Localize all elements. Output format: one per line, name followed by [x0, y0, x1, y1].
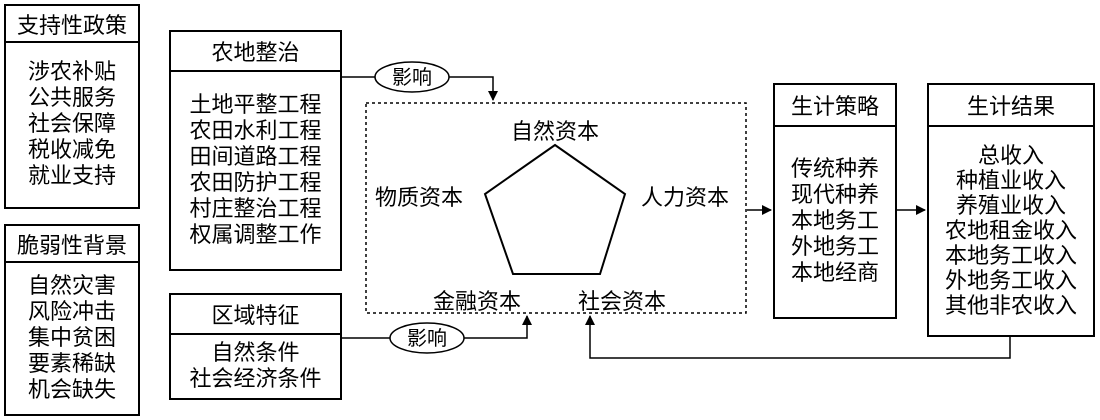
capital-pentagon [483, 143, 627, 275]
list-item: 外地务工 [790, 235, 879, 260]
land-consolidation-items: 土地平整工程 农田水利工程 田间道路工程 农田防护工程 村庄整治工程 权属调整工… [171, 72, 340, 269]
regional-title: 区域特征 [171, 295, 340, 335]
list-item: 田间道路工程 [189, 144, 322, 170]
list-item: 本地务工收入 [944, 243, 1077, 269]
policy-box: 支持性政策 涉农补贴 公共服务 社会保障 税收减免 就业支持 [4, 4, 140, 209]
list-item: 自然灾害 [27, 273, 116, 299]
capital-natural: 自然资本 [511, 120, 600, 145]
list-item: 社会经济条件 [189, 366, 322, 392]
list-item: 涉农补贴 [27, 60, 116, 85]
list-item: 传统种养 [790, 157, 879, 182]
list-item: 总收入 [977, 143, 1044, 169]
influence-ellipse-top [374, 61, 450, 93]
list-item: 自然条件 [211, 340, 300, 366]
list-item: 公共服务 [27, 86, 116, 111]
list-item: 种植业收入 [955, 168, 1066, 194]
list-item: 农田防护工程 [189, 170, 322, 196]
regional-box: 区域特征 自然条件 社会经济条件 [169, 293, 342, 400]
land-consolidation-box: 农地整治 土地平整工程 农田水利工程 田间道路工程 农田防护工程 村庄整治工程 … [169, 30, 342, 271]
capital-social: 社会资本 [578, 290, 667, 315]
arrow-outcome-feedback [585, 315, 1011, 359]
vulnerability-items: 自然灾害 风险冲击 集中贫困 要素稀缺 机会缺失 [6, 263, 138, 414]
list-item: 就业支持 [27, 164, 116, 189]
list-item: 风险冲击 [27, 299, 116, 325]
list-item: 机会缺失 [27, 377, 116, 403]
list-item: 集中贫困 [27, 325, 116, 351]
strategy-items: 传统种养 现代种养 本地务工 外地务工 本地经商 [775, 127, 895, 317]
outcome-box: 生计结果 总收入 种植业收入 养殖业收入 农地租金收入 本地务工收入 外地务工收… [927, 83, 1095, 337]
list-item: 其他非农收入 [944, 293, 1077, 319]
list-item: 本地经商 [790, 261, 879, 286]
list-item: 社会保障 [27, 112, 116, 137]
list-item: 本地务工 [790, 209, 879, 234]
influence-label-top: 影响 [392, 65, 432, 89]
list-item: 权属调整工作 [189, 222, 322, 248]
policy-title: 支持性政策 [6, 6, 138, 43]
strategy-box: 生计策略 传统种养 现代种养 本地务工 外地务工 本地经商 [773, 83, 897, 319]
list-item: 现代种养 [790, 183, 879, 208]
list-item: 农田水利工程 [189, 118, 322, 144]
list-item: 村庄整治工程 [189, 196, 322, 222]
outcome-title: 生计结果 [929, 85, 1093, 127]
influence-label-bottom: 影响 [407, 326, 447, 350]
vulnerability-box: 脆弱性背景 自然灾害 风险冲击 集中贫困 要素稀缺 机会缺失 [4, 224, 140, 416]
strategy-title: 生计策略 [775, 85, 895, 127]
regional-items: 自然条件 社会经济条件 [171, 335, 340, 398]
list-item: 农地租金收入 [944, 218, 1077, 244]
land-consolidation-title: 农地整治 [171, 32, 340, 72]
outcome-items: 总收入 种植业收入 养殖业收入 农地租金收入 本地务工收入 外地务工收入 其他非… [929, 127, 1093, 335]
list-item: 养殖业收入 [955, 193, 1066, 219]
capital-human: 人力资本 [641, 186, 730, 211]
capital-physical: 物质资本 [375, 186, 464, 211]
influence-ellipse-bottom [389, 322, 465, 354]
policy-items: 涉农补贴 公共服务 社会保障 税收减免 就业支持 [6, 43, 138, 207]
list-item: 税收减免 [27, 138, 116, 163]
list-item: 要素稀缺 [27, 351, 116, 377]
capital-financial: 金融资本 [433, 290, 522, 315]
vulnerability-title: 脆弱性背景 [6, 226, 138, 263]
capital-frame [365, 102, 747, 314]
list-item: 外地务工收入 [944, 268, 1077, 294]
list-item: 土地平整工程 [189, 92, 322, 118]
